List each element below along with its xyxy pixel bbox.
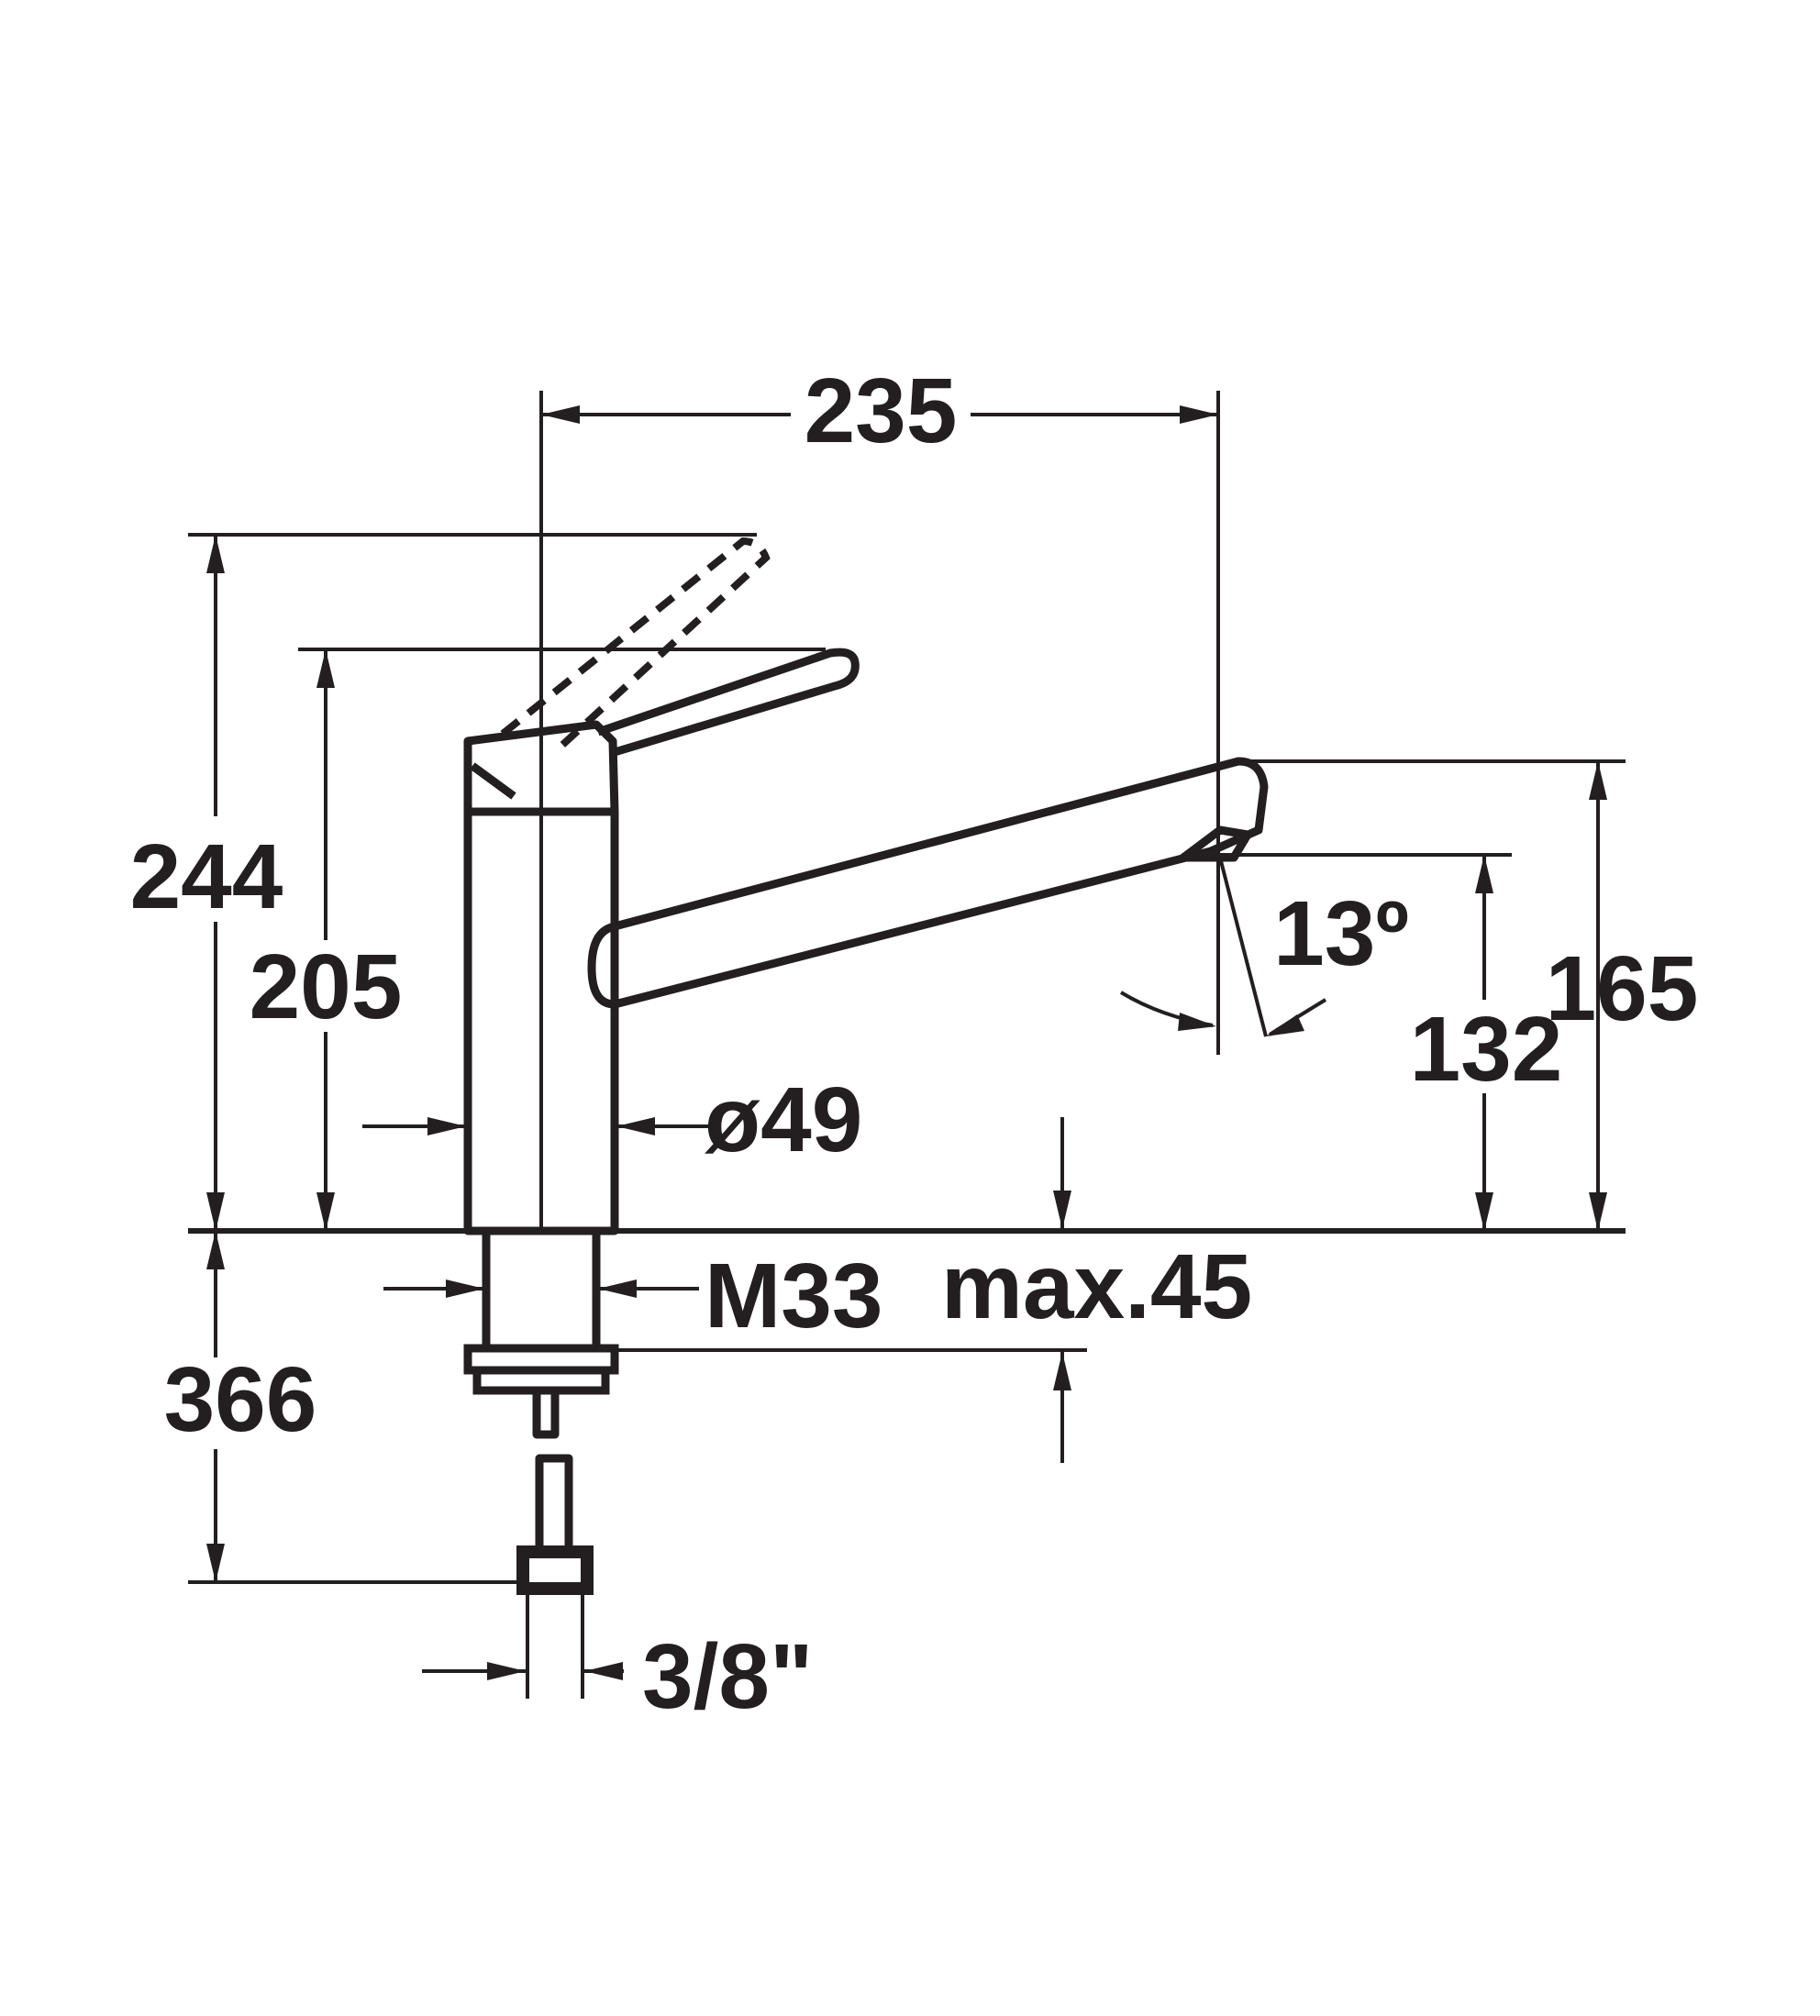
label-3-8-inch: 3/8" [642,1625,813,1728]
label-max-45: max.45 [941,1235,1252,1338]
faucet-outline [463,537,1269,1595]
label-diameter-49: ø49 [705,1069,862,1171]
label-235: 235 [805,360,958,462]
label-366: 366 [164,1348,317,1451]
label-m33: M33 [705,1245,883,1347]
label-132: 132 [1410,998,1563,1101]
label-244: 244 [130,825,283,928]
label-13-degrees: 13º [1273,882,1409,985]
dimension-lines [206,405,1607,1680]
extension-lines [188,391,1626,1699]
label-205: 205 [250,936,403,1038]
label-165: 165 [1546,937,1699,1040]
